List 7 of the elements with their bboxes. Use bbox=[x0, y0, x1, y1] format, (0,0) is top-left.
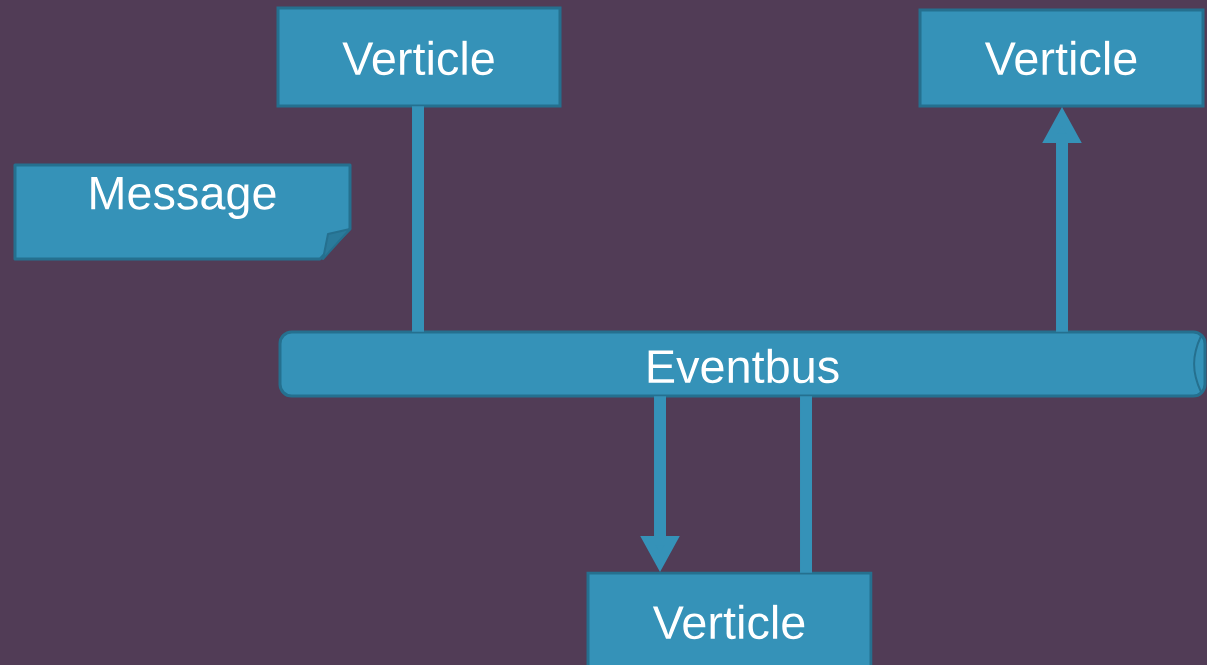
bus-cylinder: Eventbus bbox=[278, 330, 1207, 398]
process-box: Verticle bbox=[276, 6, 562, 108]
connector-line bbox=[412, 106, 424, 332]
note-box: Message bbox=[13, 163, 352, 261]
process-box: Verticle bbox=[586, 571, 873, 665]
process-box: Verticle bbox=[918, 8, 1205, 108]
connector-line bbox=[800, 396, 812, 573]
